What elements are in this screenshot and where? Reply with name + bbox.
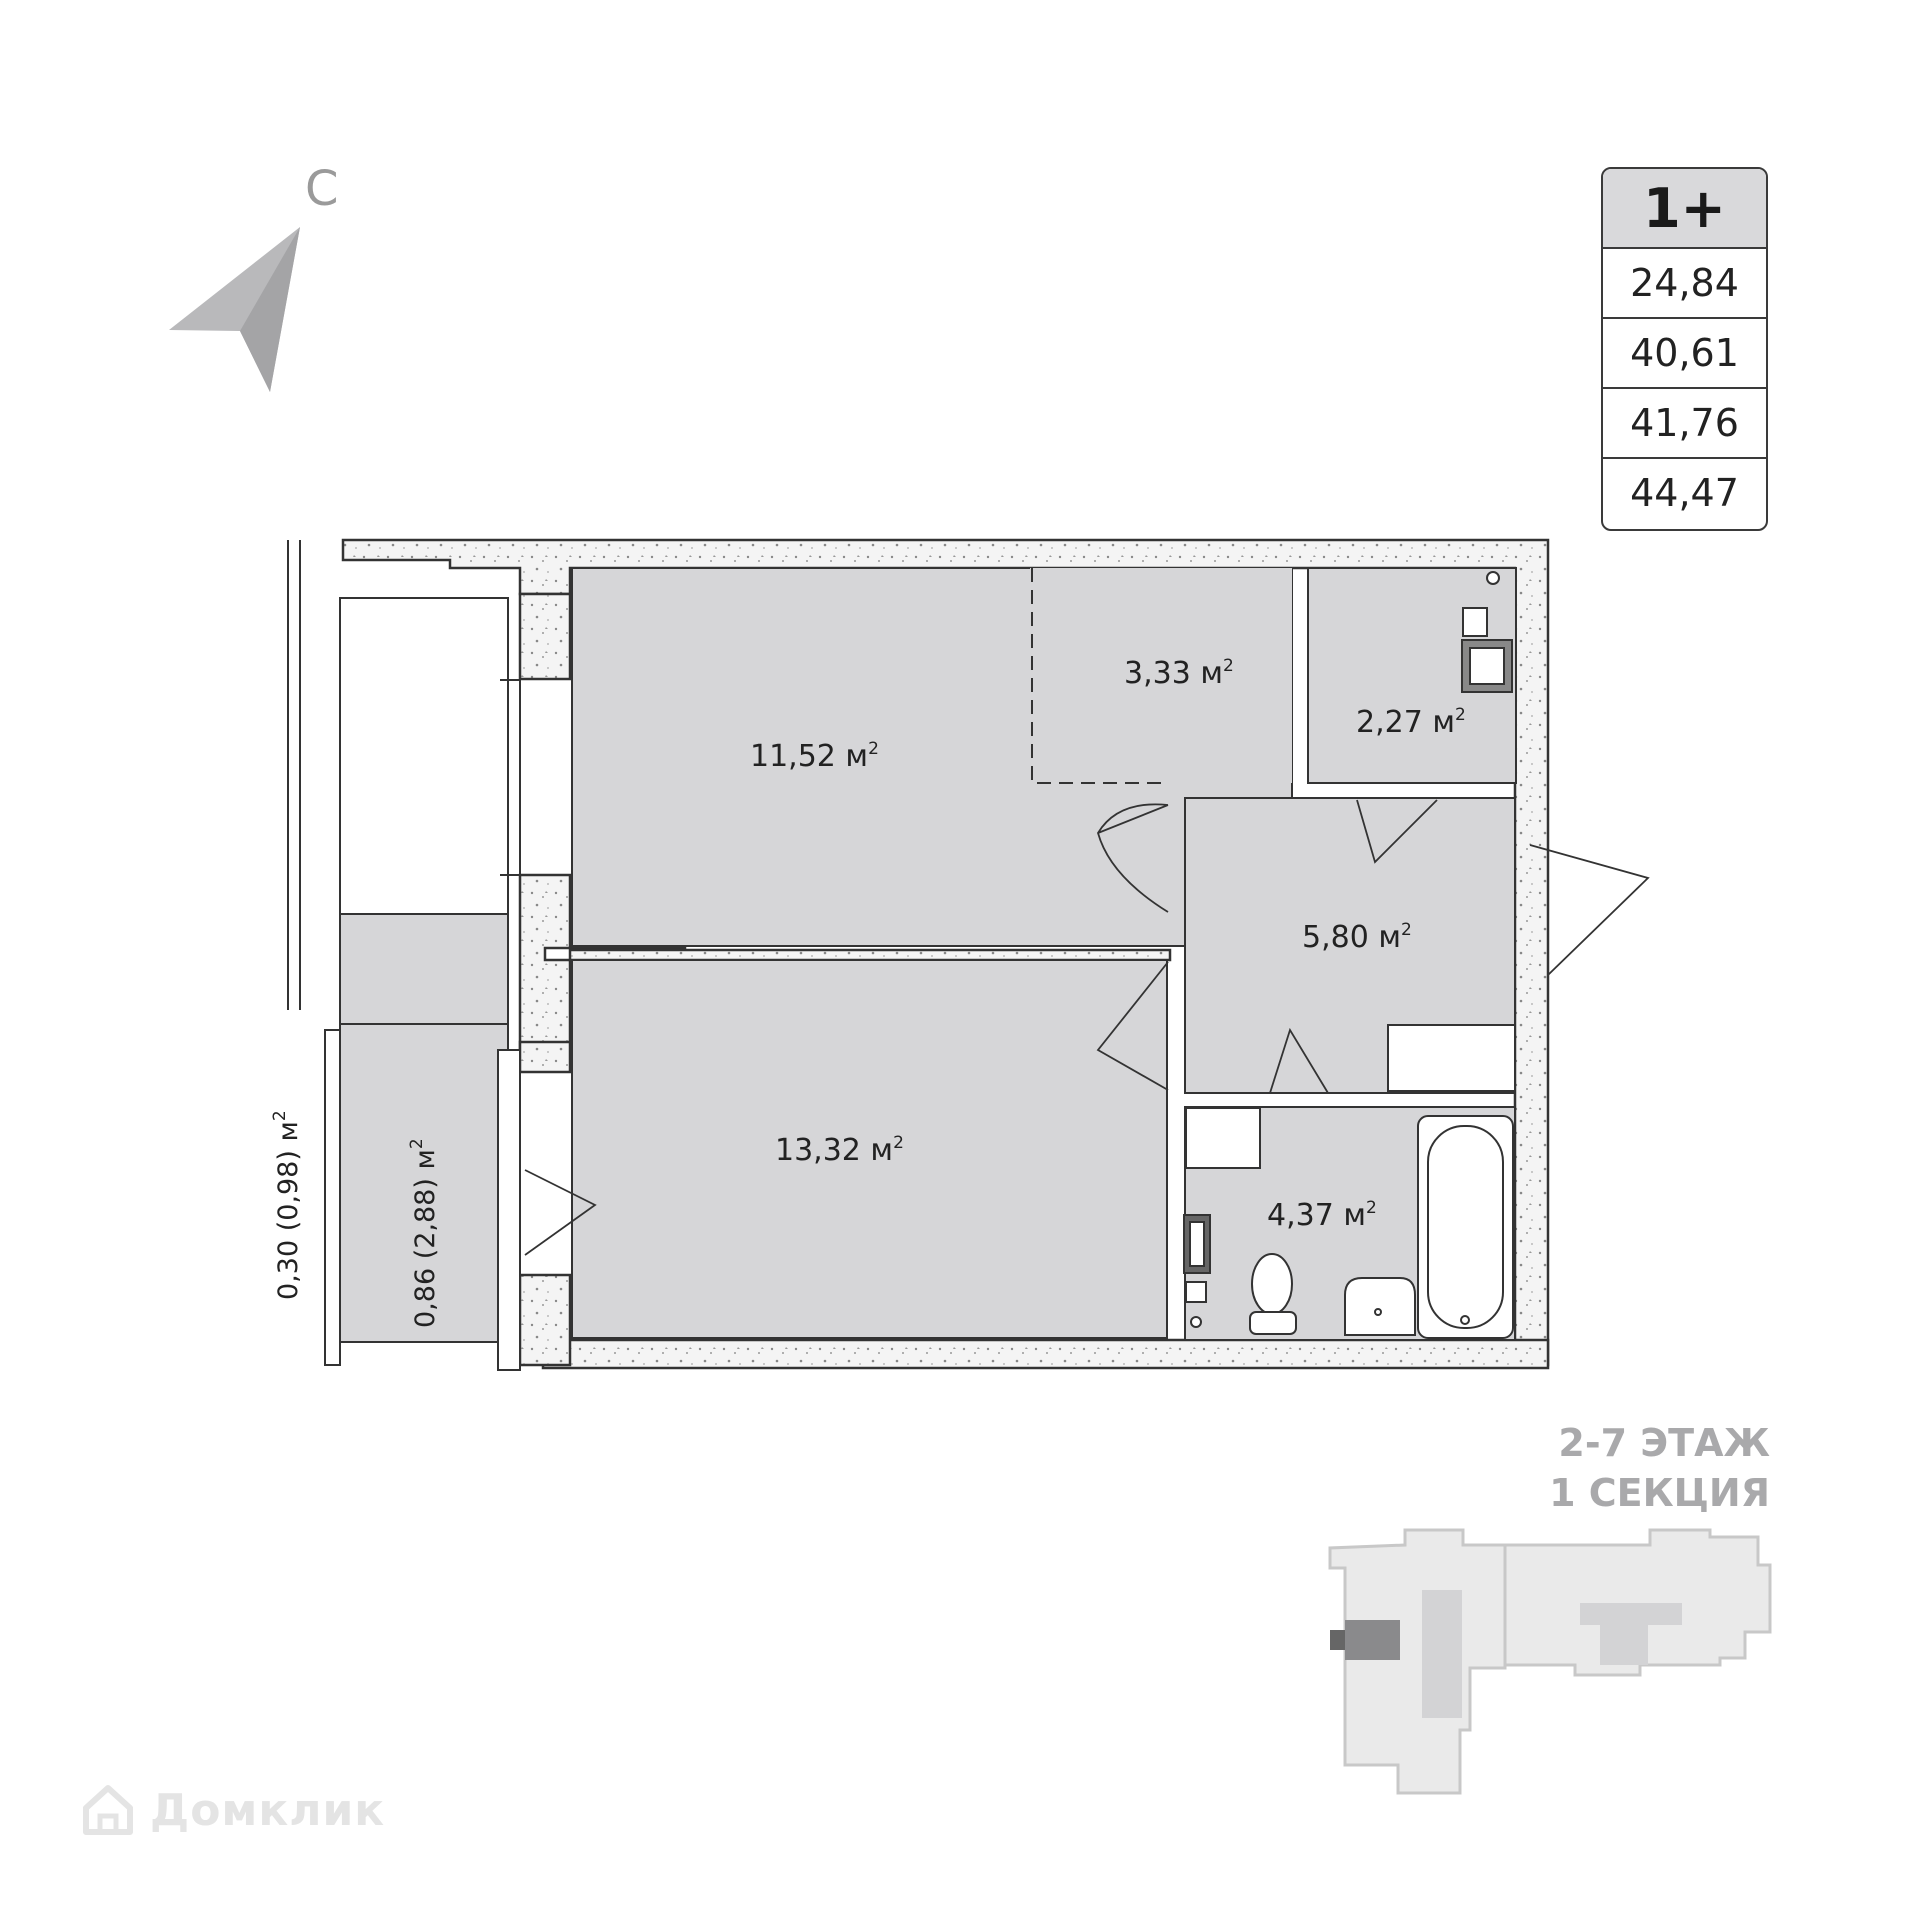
cabinet-icon [1185, 1107, 1261, 1169]
section-number: 1 СЕКЦИЯ [1549, 1471, 1770, 1515]
balcony-outer-label: 0,30 (0,98) м2 [270, 1110, 304, 1300]
rooms [571, 567, 1517, 1341]
room-4-area [571, 959, 1168, 1339]
floor-range: 2-7 ЭТАЖ [1558, 1421, 1770, 1465]
balcony-inner-label: 0,86 (2,88) м2 [407, 1138, 441, 1328]
area-total: 40,61 [1603, 319, 1766, 389]
door-room-1-icon [1097, 803, 1169, 913]
sink-icon [1344, 1277, 1416, 1336]
room-3-label: 2,27 м2 [1356, 705, 1466, 740]
door-bath-icon [1269, 1027, 1329, 1094]
floor-info: 2-7 ЭТАЖ 1 СЕКЦИЯ [1440, 1418, 1770, 1518]
wardrobe-icon [1387, 1024, 1516, 1092]
area-living: 24,84 [1603, 249, 1766, 319]
area-reduced: 41,76 [1603, 389, 1766, 459]
bath-label: 4,37 м2 [1267, 1198, 1377, 1233]
watermark-text: Домклик [150, 1784, 386, 1836]
door-room-4-icon [1096, 961, 1169, 1091]
door-entry-icon [1529, 844, 1650, 976]
door-room-3-icon [1356, 799, 1438, 864]
room-2-label: 3,33 м2 [1124, 656, 1234, 691]
compass: С [169, 161, 339, 392]
hall-label: 5,80 м2 [1302, 920, 1412, 955]
section-keyplan [1328, 1528, 1772, 1795]
watermark: Домклик [80, 1780, 385, 1840]
walls [341, 538, 1550, 1370]
apartment-type: 1+ [1603, 169, 1766, 249]
compass-letter: С [305, 161, 339, 217]
room-labels: 11,52 м2 3,33 м2 2,27 м2 5,80 м2 13,32 м… [270, 656, 1466, 1328]
door-balcony-inner-icon [524, 1169, 597, 1256]
room-1-label: 11,52 м2 [750, 739, 879, 774]
room-4-label: 13,32 м2 [775, 1133, 904, 1168]
apartment-highlight [1345, 1620, 1400, 1660]
room-2-area [1030, 568, 1292, 783]
house-logo-icon [83, 1785, 133, 1835]
area-full: 44,47 [1630, 471, 1739, 515]
apartment-summary: 1+ 24,84 40,61 41,76 44,47 [1601, 167, 1768, 531]
toilet-icon [1251, 1253, 1293, 1315]
boiler-icon [1462, 607, 1488, 637]
balcony [287, 540, 521, 1371]
